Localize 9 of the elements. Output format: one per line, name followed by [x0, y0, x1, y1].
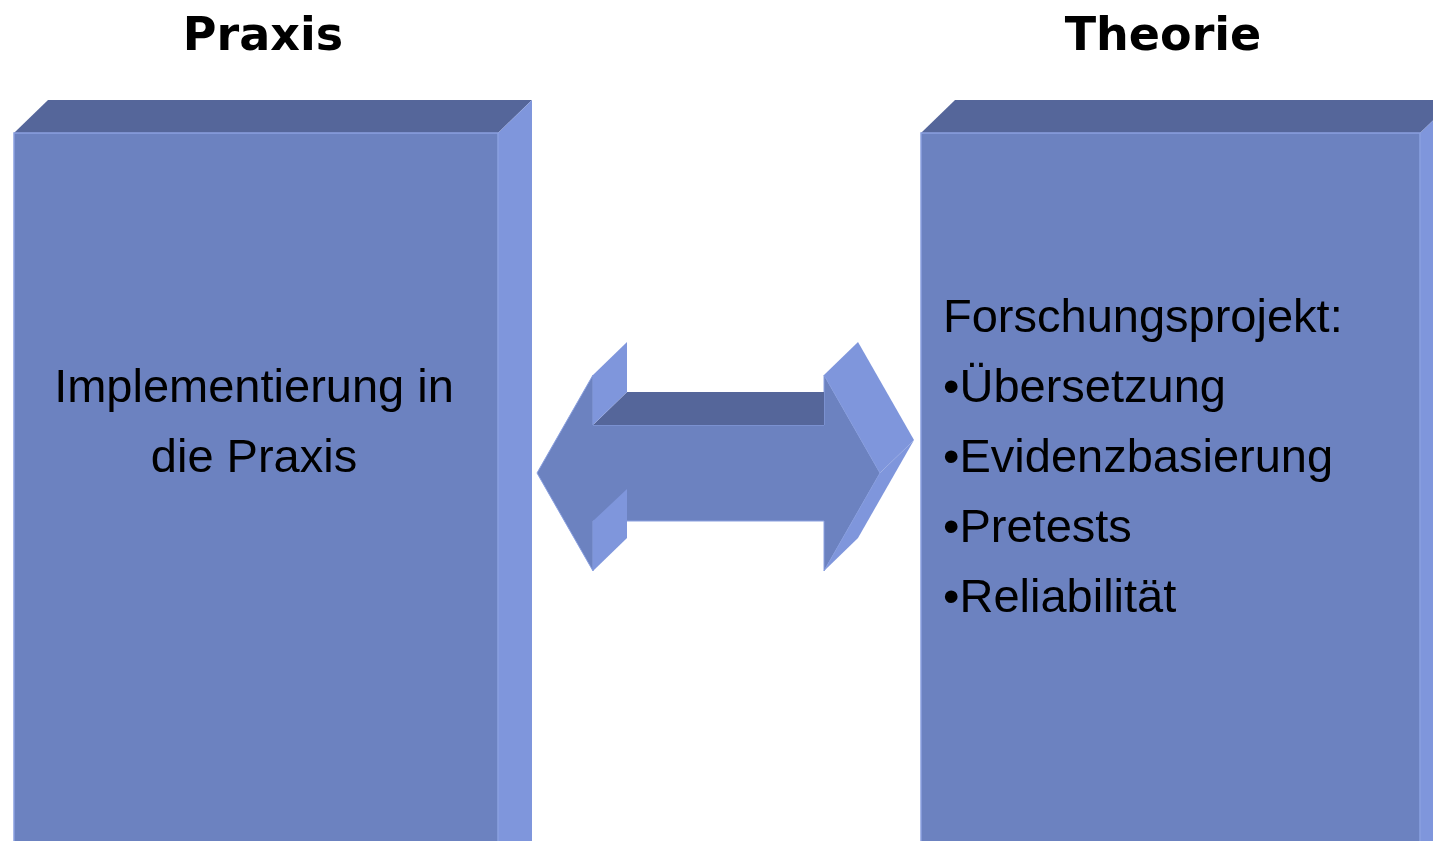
box-text: Implementierung in die Praxis — [54, 358, 454, 484]
list-item: •Evidenzbasierung — [943, 428, 1335, 484]
column-heading: Praxis — [181, 6, 345, 63]
double-arrow — [536, 342, 914, 572]
list-item: •Übersetzung — [943, 358, 1227, 414]
list-item: •Reliabilität — [943, 568, 1178, 624]
list-heading: Forschungsprojekt: — [943, 288, 1344, 344]
column-heading: Theorie — [1063, 6, 1263, 63]
list-item: •Pretests — [943, 498, 1133, 554]
